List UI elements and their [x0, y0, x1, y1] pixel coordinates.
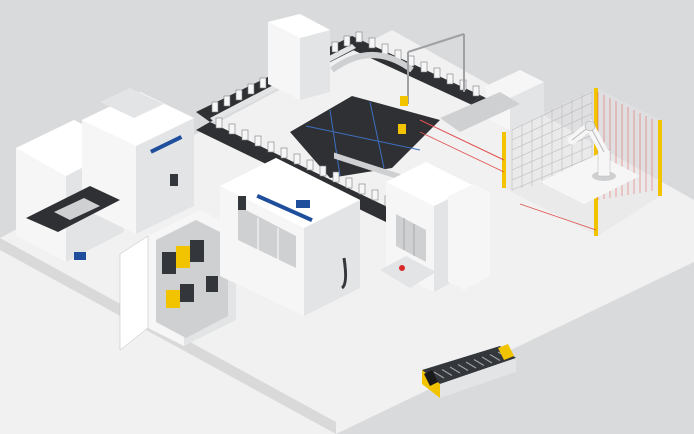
sensor-yellow-1 — [400, 96, 408, 106]
part — [332, 171, 340, 183]
part — [433, 67, 441, 79]
cnc-machine — [220, 158, 360, 316]
central-floor-grid — [290, 96, 440, 178]
cnc-blue-stripe — [256, 194, 313, 223]
agv-rollers — [433, 351, 509, 379]
part — [358, 183, 366, 195]
part — [381, 43, 389, 55]
part — [228, 123, 236, 135]
cnc-window — [238, 206, 296, 268]
part — [345, 177, 353, 189]
part — [420, 61, 428, 73]
part — [235, 89, 243, 101]
part — [259, 77, 267, 89]
cable-handle — [340, 257, 348, 290]
part — [343, 35, 351, 47]
part — [368, 37, 376, 49]
part — [446, 73, 454, 85]
sensor-yellow-2 — [398, 124, 406, 134]
part — [215, 117, 223, 129]
part — [319, 165, 327, 177]
press-console — [380, 256, 436, 288]
curtain-post — [658, 120, 662, 196]
part — [267, 141, 275, 153]
robot-arm — [567, 119, 616, 181]
cabinet-components — [162, 240, 218, 308]
part — [254, 135, 262, 147]
blue-sensor — [74, 252, 86, 260]
part — [293, 153, 301, 165]
tower-machine-with-gantry — [268, 14, 414, 182]
part — [223, 95, 231, 107]
part — [472, 85, 480, 97]
control-panel — [170, 174, 178, 186]
cnc-indicator — [296, 200, 310, 208]
blue-stripe — [150, 135, 183, 154]
gantry-frame — [398, 33, 465, 134]
machining-center — [16, 88, 194, 262]
part — [355, 31, 363, 43]
part — [280, 147, 288, 159]
part — [371, 189, 379, 201]
cnc-control — [238, 196, 246, 210]
cell-fence-grid — [511, 89, 593, 191]
part — [306, 159, 314, 171]
press-machine — [380, 162, 490, 292]
agv-cart — [422, 344, 516, 398]
part — [211, 101, 219, 113]
robot-cell — [419, 88, 662, 236]
part — [331, 41, 339, 53]
part — [241, 129, 249, 141]
press-window — [396, 214, 426, 262]
cabinet-door — [119, 235, 149, 351]
control-cabinet-open — [119, 210, 236, 351]
emergency-stop — [399, 265, 405, 271]
part — [247, 83, 255, 95]
robot-feeder-machine — [440, 70, 544, 132]
